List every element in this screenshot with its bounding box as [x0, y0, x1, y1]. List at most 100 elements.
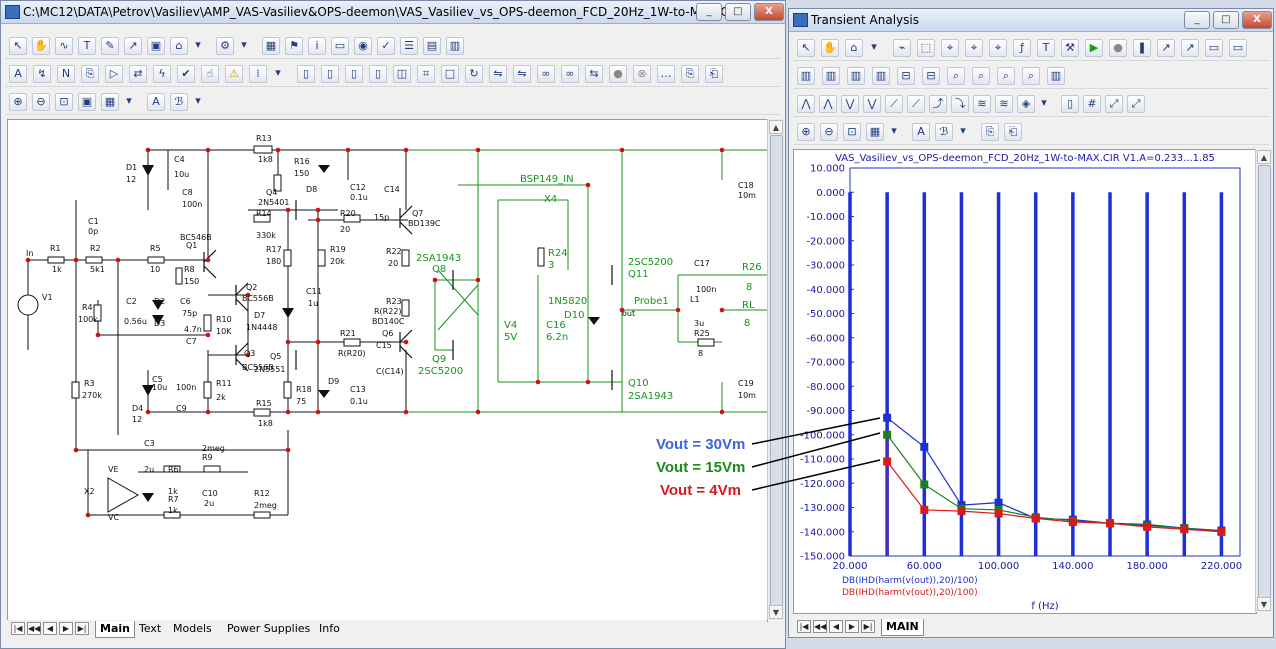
node-numbers-icon[interactable]: A [9, 65, 27, 83]
copy-icon[interactable]: ⎘ [81, 65, 99, 83]
list-icon[interactable]: ☰ [400, 37, 418, 55]
node-map-icon[interactable]: ⌗ [417, 65, 435, 83]
rotate-icon[interactable]: ↻ [465, 65, 483, 83]
scope-icon[interactable]: ⌁ [893, 39, 911, 57]
grid-icon[interactable]: ▦ [866, 123, 884, 141]
scroll-thumb[interactable] [770, 135, 783, 607]
palette-icon[interactable]: ◈ [1017, 95, 1035, 113]
pan-hand-icon[interactable]: ✋ [821, 39, 839, 57]
font-icon[interactable]: A [147, 93, 165, 111]
next-page-icon[interactable]: ▶ [59, 622, 73, 635]
prev-page-icon[interactable]: ◀ [43, 622, 57, 635]
warning-icon[interactable]: ⚠ [225, 65, 243, 83]
minimize-button[interactable]: _ [1184, 11, 1210, 29]
next-fast-icon[interactable]: ▶| [75, 622, 89, 635]
pencil-icon[interactable]: ✎ [101, 37, 119, 55]
mirror-icon[interactable]: ⇋ [513, 65, 531, 83]
valley-icon[interactable]: ⋁ [863, 95, 881, 113]
tile-icon[interactable]: ▥ [847, 67, 865, 85]
paste-icon[interactable]: ⎗ [705, 65, 723, 83]
settings-icon[interactable]: ⚒ [1061, 39, 1079, 57]
prev-fast-icon[interactable]: ◀◀ [813, 620, 827, 633]
maximize-button[interactable]: □ [1213, 11, 1239, 29]
zoom-in-icon[interactable]: ⊕ [797, 123, 815, 141]
search-icon[interactable]: ⌕ [972, 67, 990, 85]
valley-icon[interactable]: ⋁ [841, 95, 859, 113]
more-icon[interactable]: … [657, 65, 675, 83]
tab-text[interactable]: Text [139, 622, 162, 635]
lightning-icon[interactable]: ϟ [153, 65, 171, 83]
prev-fast-icon[interactable]: ◀◀ [27, 622, 41, 635]
slope-icon[interactable]: ⟋ [885, 95, 903, 113]
scroll-up-icon[interactable]: ▲ [769, 120, 783, 134]
next-page-icon[interactable]: ▶ [845, 620, 859, 633]
next-fast-icon[interactable]: ▶| [861, 620, 875, 633]
fit-icon[interactable]: ⤢ [1105, 95, 1123, 113]
zoom-out-icon[interactable]: ⊖ [820, 123, 838, 141]
scroll-down-icon[interactable]: ▼ [769, 605, 783, 619]
window-icon[interactable]: ▭ [1229, 39, 1247, 57]
table-icon[interactable]: ▤ [423, 37, 441, 55]
zoom-100-icon[interactable]: ⊡ [843, 123, 861, 141]
search-icon[interactable]: ⌕ [947, 67, 965, 85]
rise-icon[interactable]: ⤴ [929, 95, 947, 113]
copy-icon[interactable]: ⎘ [681, 65, 699, 83]
search-icon[interactable]: ⌕ [997, 67, 1015, 85]
graph-icon[interactable]: ↗ [1181, 39, 1199, 57]
probe-icon[interactable]: ↗ [124, 37, 142, 55]
copy-icon[interactable]: ⎘ [981, 123, 999, 141]
tile-icon[interactable]: ▥ [797, 67, 815, 85]
minimize-button[interactable]: _ [696, 3, 722, 21]
component-icon[interactable]: ⌂ [170, 37, 188, 55]
page-icon[interactable]: ▯ [345, 65, 363, 83]
slope-icon[interactable]: ⟋ [907, 95, 925, 113]
formula-icon[interactable]: ƒ [1013, 39, 1031, 57]
tab-info[interactable]: Info [319, 622, 340, 635]
number-icon[interactable]: # [1083, 95, 1101, 113]
text-style-icon[interactable]: ℬ [170, 93, 188, 111]
arrow-pair-icon[interactable]: ⇄ [129, 65, 147, 83]
fall-icon[interactable]: ⤵ [951, 95, 969, 113]
zoom-box-icon[interactable]: ⬚ [917, 39, 935, 57]
tab-power-supplies[interactable]: Power Supplies [227, 622, 311, 635]
zoom-in-icon[interactable]: ⊕ [9, 93, 27, 111]
transient-titlebar[interactable]: Transient Analysis _ □ X [789, 9, 1273, 32]
cursor-icon[interactable]: ⌖ [989, 39, 1007, 57]
page-icon[interactable]: ▯ [321, 65, 339, 83]
hand-pointer-icon[interactable]: ☝ [201, 65, 219, 83]
tab-main[interactable]: Main [95, 621, 135, 638]
dropdown-icon[interactable]: ▾ [275, 66, 281, 79]
paste-icon[interactable]: ⎗ [1004, 123, 1022, 141]
page-icon[interactable]: ▯ [1061, 95, 1079, 113]
plot-area[interactable]: VAS_Vasiliev_vs_OPS-deemon_FCD_20Hz_1W-t… [793, 149, 1257, 614]
attribute-icon[interactable]: N [57, 65, 75, 83]
run-icon[interactable]: ▶ [1085, 39, 1103, 57]
scroll-up-icon[interactable]: ▲ [1257, 150, 1271, 164]
ihd-chart[interactable]: 10.0000.000-10.000-20.000-30.000-40.000-… [794, 150, 1256, 613]
mult-icon[interactable]: ≋ [995, 95, 1013, 113]
tab-main[interactable]: MAIN [881, 619, 924, 636]
dropdown-icon[interactable]: ▾ [871, 40, 877, 53]
font-icon[interactable]: A [912, 123, 930, 141]
browser-icon[interactable]: ◫ [393, 65, 411, 83]
first-page-icon[interactable]: |◀ [797, 620, 811, 633]
stop-icon[interactable]: ● [609, 65, 627, 83]
dropdown-icon[interactable]: ▾ [241, 38, 247, 51]
cursor-icon[interactable]: ⌖ [941, 39, 959, 57]
page-icon[interactable]: ▯ [297, 65, 315, 83]
zoom-out-icon[interactable]: ⊖ [32, 93, 50, 111]
tile-icon[interactable]: ▥ [872, 67, 890, 85]
graph-icon[interactable]: ↗ [1157, 39, 1175, 57]
box-icon[interactable]: □ [441, 65, 459, 83]
grid-icon[interactable]: ▦ [262, 37, 280, 55]
split-icon[interactable]: ⊟ [922, 67, 940, 85]
wire-icon[interactable]: ∿ [55, 37, 73, 55]
dropdown-icon[interactable]: ▾ [195, 38, 201, 51]
pin-icon[interactable]: ↯ [33, 65, 51, 83]
grid-dots-icon[interactable]: ⁞ [249, 65, 267, 83]
binoculars-icon[interactable]: ∞ [561, 65, 579, 83]
cancel-icon[interactable]: ⊗ [633, 65, 651, 83]
text-icon[interactable]: T [78, 37, 96, 55]
globe-icon[interactable]: ◉ [354, 37, 372, 55]
info-icon[interactable]: i [308, 37, 326, 55]
